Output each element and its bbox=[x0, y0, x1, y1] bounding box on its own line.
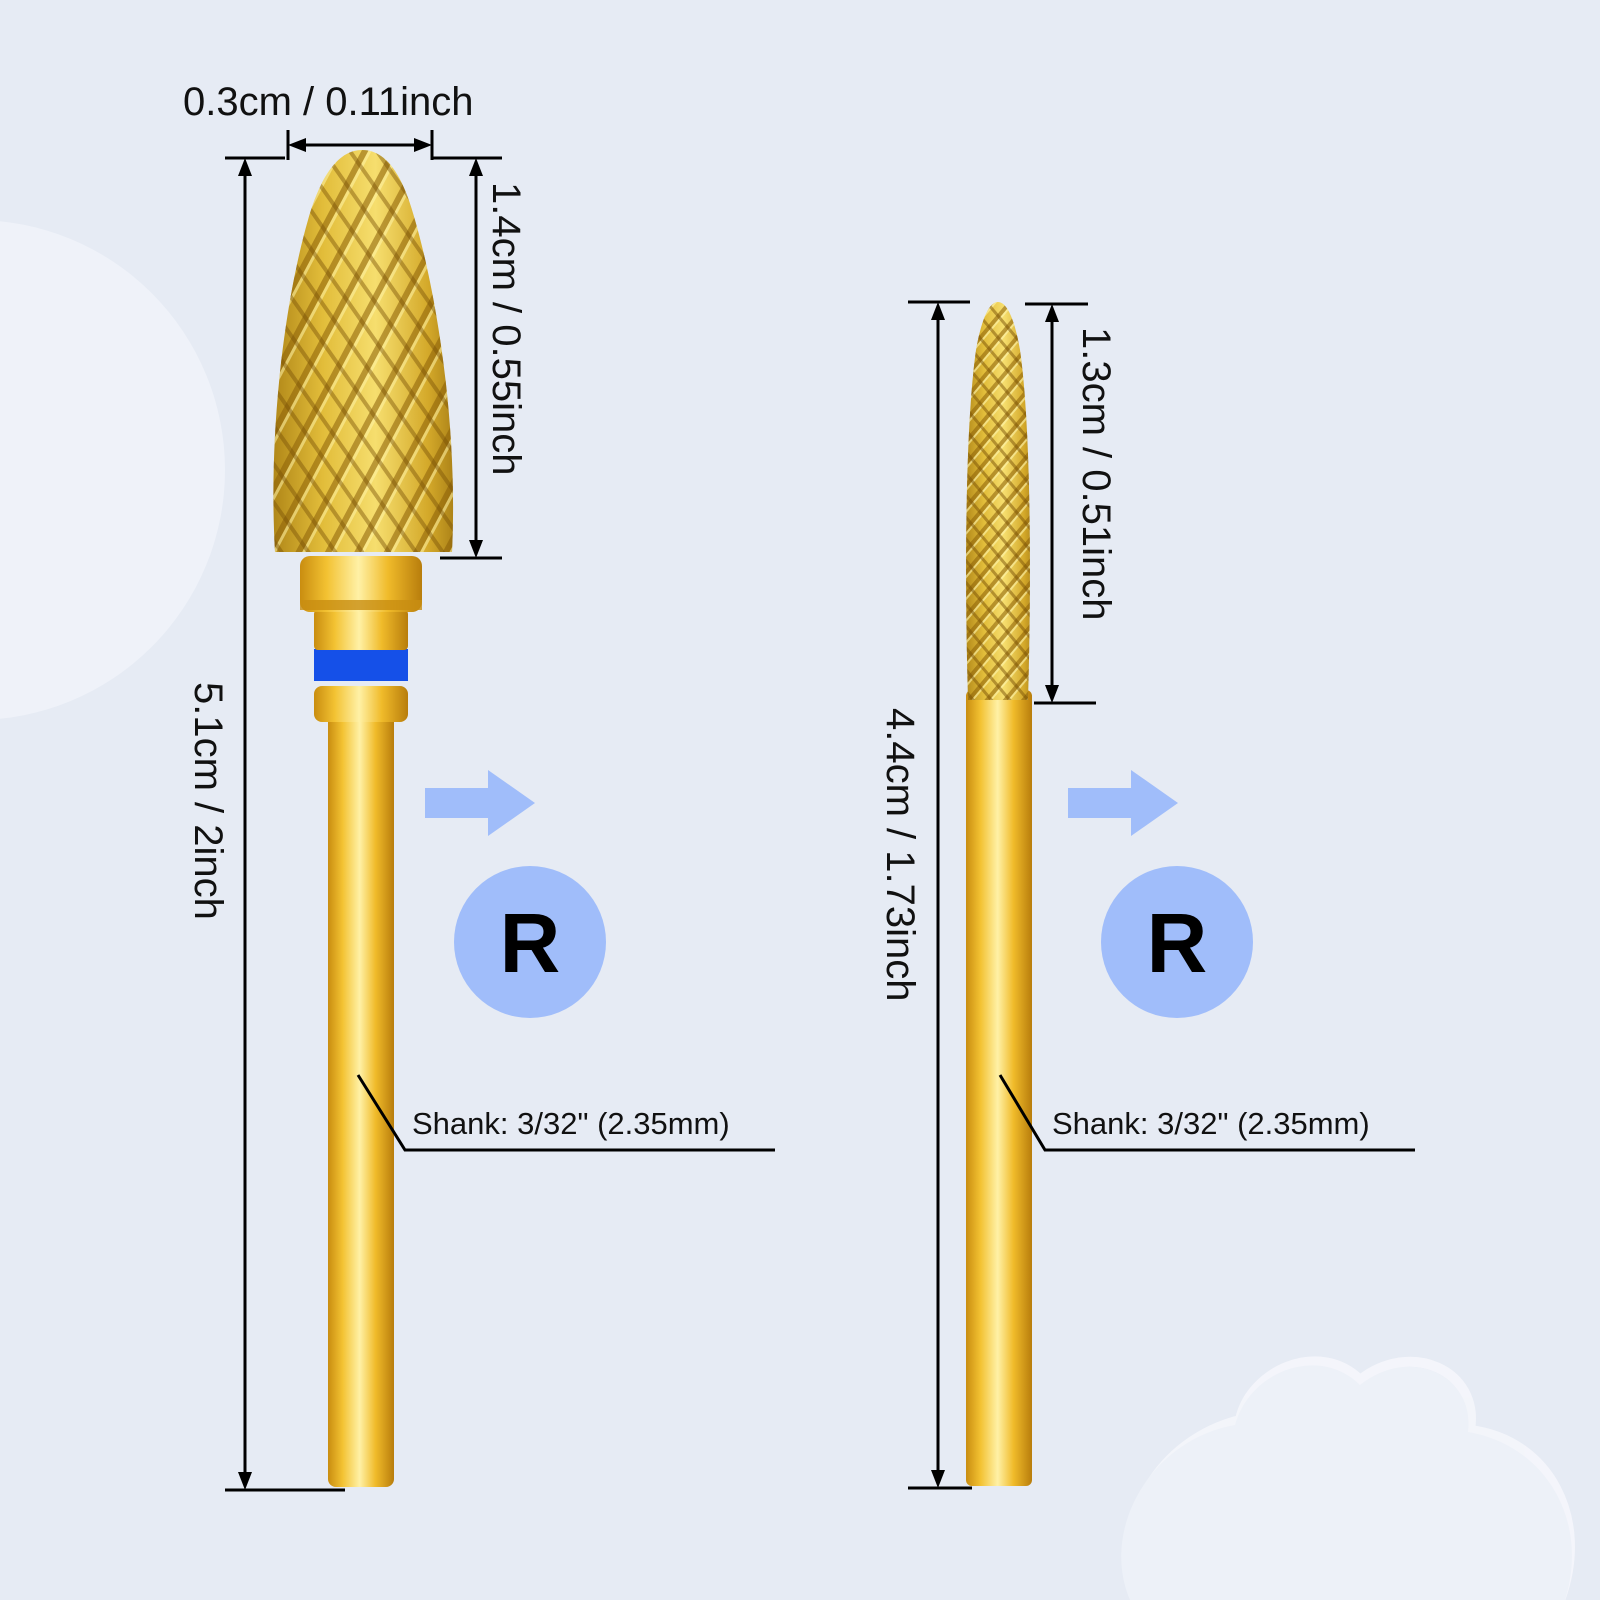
left-bit-neck-groove bbox=[300, 600, 422, 610]
r-circle-icon: R bbox=[1101, 866, 1253, 1018]
left-rotation-letter: R bbox=[500, 896, 561, 990]
right-dimension-lines bbox=[908, 300, 1415, 1490]
left-head-length-label: 1.4cm / 0.55inch bbox=[484, 182, 528, 476]
right-total-length-label: 4.4cm / 1.73inch bbox=[878, 708, 922, 1002]
right-head-length-label: 1.3cm / 0.51inch bbox=[1074, 327, 1118, 621]
right-rotation-letter: R bbox=[1147, 896, 1208, 990]
left-total-length-label: 5.1cm / 2inch bbox=[186, 682, 230, 920]
left-bit-shank bbox=[328, 712, 394, 1487]
left-bit-neck bbox=[300, 556, 422, 612]
r-circle-icon: R bbox=[454, 866, 606, 1018]
right-bit-cutting-head bbox=[966, 302, 1030, 700]
right-shank-label: Shank: 3/32" (2.35mm) bbox=[1052, 1106, 1370, 1141]
left-shank-label: Shank: 3/32" (2.35mm) bbox=[412, 1106, 730, 1141]
background-flower-fill bbox=[1121, 1365, 1572, 1600]
right-dimension-arrowheads bbox=[931, 302, 1059, 1488]
background-decor-circle bbox=[0, 221, 225, 719]
right-arrow-icon bbox=[1068, 770, 1178, 836]
left-bit-collar bbox=[314, 610, 408, 650]
left-dimension-lines bbox=[225, 130, 775, 1492]
left-dimension-arrowheads bbox=[238, 138, 483, 1490]
right-arrow-icon bbox=[425, 770, 535, 836]
left-bit-blue-band bbox=[314, 649, 408, 681]
left-bit-cutting-head bbox=[273, 150, 454, 552]
right-drill-bit bbox=[966, 302, 1032, 1486]
right-bit-shank bbox=[966, 690, 1032, 1486]
left-bit-collar-lower bbox=[314, 686, 408, 722]
left-width-label: 0.3cm / 0.11inch bbox=[183, 80, 474, 124]
